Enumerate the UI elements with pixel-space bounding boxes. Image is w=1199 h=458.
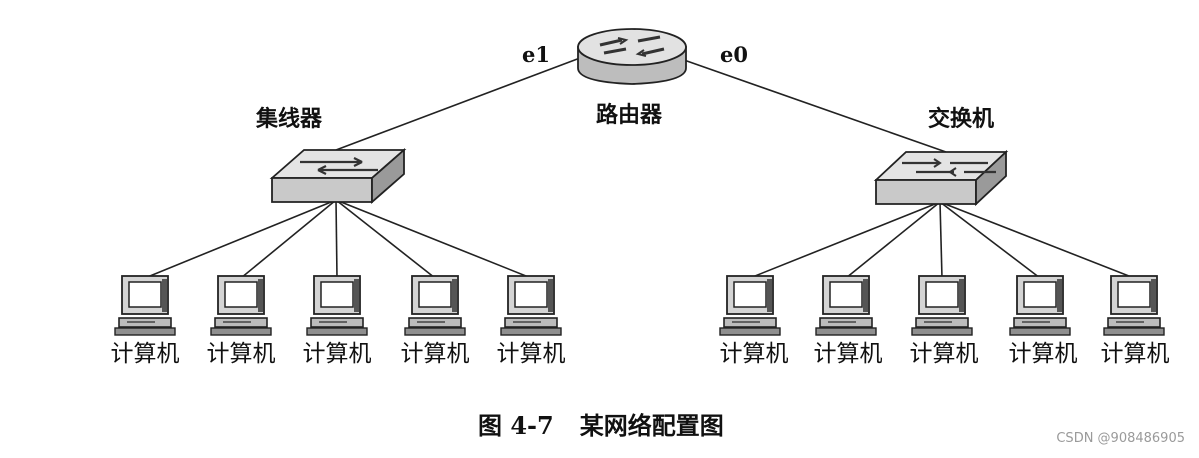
- computer-label: 计算机: [302, 341, 372, 367]
- computer-icon: [911, 275, 973, 336]
- computer-icon: [1009, 275, 1071, 336]
- switch-label: 交换机: [928, 106, 995, 132]
- link-hub-computer: [240, 199, 337, 279]
- connection-lines: [144, 57, 1135, 279]
- computer-icon: [404, 275, 466, 336]
- link-router-switch: [683, 59, 947, 153]
- port-label-e0: e0: [720, 42, 748, 67]
- link-switch-computer: [749, 201, 941, 279]
- link-hub-computer: [144, 199, 337, 279]
- hub-icon: [269, 148, 407, 204]
- computers-group: [114, 275, 1165, 336]
- hub-label: 集线器: [256, 106, 323, 132]
- computer-label: 计算机: [206, 341, 276, 367]
- computer-icon: [210, 275, 272, 336]
- computer-icon: [306, 275, 368, 336]
- router-icon: [577, 28, 687, 85]
- link-switch-computer: [939, 201, 1135, 279]
- link-hub-computer: [335, 199, 436, 279]
- router-label: 路由器: [596, 102, 663, 128]
- link-hub-computer: [335, 199, 532, 279]
- computer-icon: [1103, 275, 1165, 336]
- link-switch-computer: [939, 201, 943, 279]
- computer-icon: [815, 275, 877, 336]
- link-hub-computer: [335, 199, 338, 279]
- computer-label: 计算机: [719, 341, 789, 367]
- computer-label: 计算机: [909, 341, 979, 367]
- computer-icon: [719, 275, 781, 336]
- computer-label: 计算机: [496, 341, 566, 367]
- port-label-e1: e1: [522, 42, 550, 67]
- figure-title: 某网络配置图: [579, 411, 724, 440]
- computer-label: 计算机: [813, 341, 883, 367]
- switch-icon: [873, 149, 1009, 207]
- link-switch-computer: [939, 201, 1041, 279]
- link-router-hub: [335, 57, 581, 151]
- computer-label: 计算机: [1008, 341, 1078, 367]
- figure-number: 图 4-7: [478, 411, 554, 440]
- watermark: CSDN @908486905: [1056, 431, 1185, 446]
- computer-label: 计算机: [400, 341, 470, 367]
- computer-icon: [114, 275, 176, 336]
- computer-label: 计算机: [110, 341, 180, 367]
- computer-icon: [500, 275, 562, 336]
- link-switch-computer: [845, 201, 941, 279]
- figure-caption: 图 4-7 某网络配置图: [478, 414, 724, 438]
- computer-label: 计算机: [1100, 341, 1170, 367]
